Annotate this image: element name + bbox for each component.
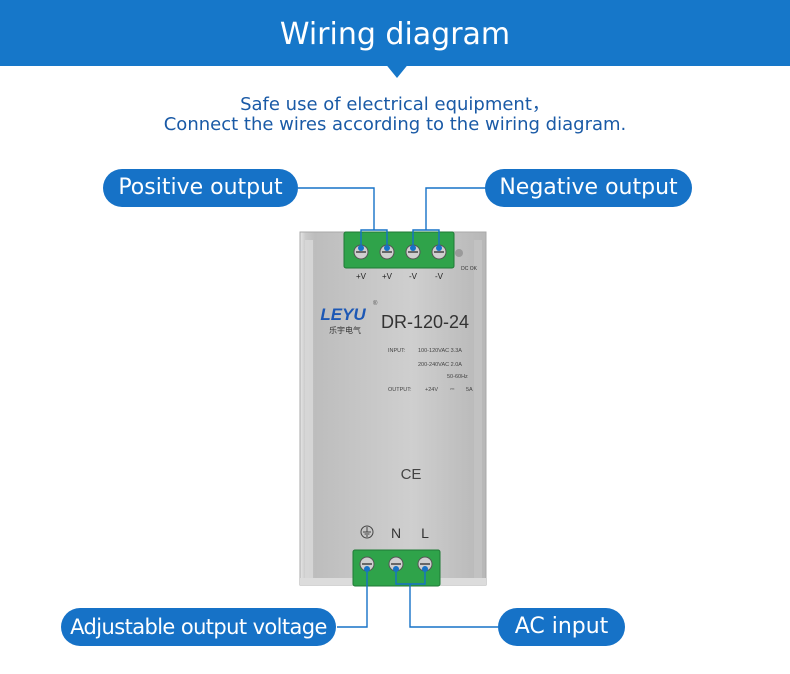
live-label: L [421, 525, 429, 541]
output-voltage: +24V [425, 387, 438, 393]
terminal-label-1: +V [356, 272, 367, 281]
terminal-label-2: +V [382, 272, 393, 281]
leader-lines [298, 187, 498, 628]
dc-symbol-icon: ⎓ [450, 387, 455, 393]
ac-input-callout: AC input [498, 608, 625, 646]
header-pointer [384, 62, 410, 78]
intro-line-1: Safe use of electrical equipment， [240, 94, 550, 115]
negative-output-callout: Negative output [485, 169, 692, 207]
power-supply-body [299, 231, 487, 586]
adjustable-output-voltage-callout: Adjustable output voltage [61, 608, 336, 646]
dc-ok-led-icon [455, 249, 463, 257]
neutral-label: N [391, 525, 401, 541]
input-spec-1: 100-120VAC 3.3A [418, 348, 462, 354]
registered-mark: ® [373, 300, 378, 307]
model-number: DR-120-24 [381, 312, 469, 332]
input-spec-3: 50-60Hz [447, 374, 468, 380]
top-terminal-block [343, 231, 455, 269]
earth-ground-icon [360, 525, 374, 539]
leader-dots [358, 245, 442, 572]
page-title: Wiring diagram [279, 17, 511, 52]
dc-ok-label: DC OK [461, 266, 478, 272]
input-label: INPUT: [388, 348, 406, 354]
positive-output-callout: Positive output [103, 169, 298, 207]
header-banner [0, 0, 790, 66]
terminal-label-4: -V [435, 272, 444, 281]
intro-line-2: Connect the wires according to the wirin… [163, 114, 627, 135]
brand-chinese: 乐宇电气 [329, 325, 361, 335]
terminal-label-3: -V [409, 272, 418, 281]
ce-mark: CE [401, 466, 422, 483]
input-spec-2: 200-240VAC 2.0A [418, 362, 462, 368]
output-current: 5A [466, 387, 473, 393]
brand-logo: LEYU [320, 305, 366, 324]
output-label: OUTPUT: [388, 387, 412, 393]
